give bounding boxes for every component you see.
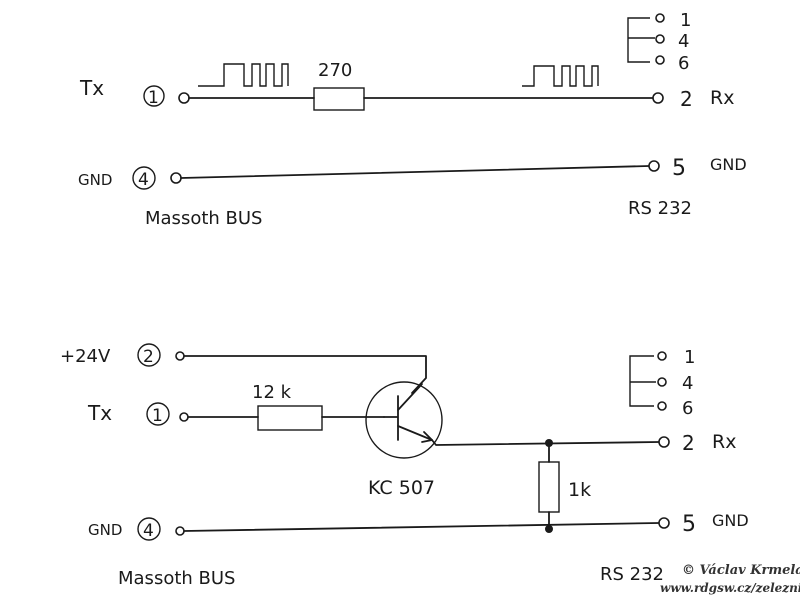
d2-rx-terminal bbox=[658, 436, 670, 448]
d2-connector-pin-4 bbox=[657, 377, 667, 387]
d2-transistor-label: KC 507 bbox=[368, 477, 435, 499]
d2-resistor-1k bbox=[538, 461, 560, 513]
d1-connector-label-4: 4 bbox=[678, 31, 689, 52]
d1-connector-pin-4 bbox=[655, 34, 665, 44]
d2-transistor-body bbox=[365, 381, 443, 459]
diagram-2: +24V 2 Tx 1 12 k KC 507 2 Rx 1k bbox=[60, 343, 749, 589]
d2-resistor-1k-label: 1k bbox=[568, 479, 591, 501]
d2-junction-bottom bbox=[545, 525, 553, 533]
d2-v24-pin-circle bbox=[137, 343, 161, 367]
d2-v24-pin-number: 2 bbox=[143, 347, 154, 367]
d1-rs-label: RS 232 bbox=[628, 198, 692, 219]
d1-tx-pin-circle bbox=[143, 85, 165, 107]
d2-tx-pin-number: 1 bbox=[152, 406, 163, 426]
d2-rx-pin-number: 2 bbox=[682, 431, 695, 455]
d1-gnd-pin-circle bbox=[132, 166, 156, 190]
d2-tx-label: Tx bbox=[87, 401, 112, 425]
d1-rx-pin-number: 2 bbox=[680, 87, 693, 111]
d1-connector-pin-1 bbox=[655, 13, 665, 23]
d2-connector-bracket bbox=[629, 355, 656, 407]
d1-connector-label-6: 6 bbox=[678, 53, 689, 74]
d1-resistor-270 bbox=[313, 87, 365, 111]
d2-connector-pin-6 bbox=[657, 401, 667, 411]
d2-tx-terminal bbox=[179, 412, 189, 422]
d1-gnd-terminal bbox=[170, 172, 182, 184]
d2-gnd-rs-terminal bbox=[658, 517, 670, 529]
d1-tx-pin-number: 1 bbox=[148, 88, 159, 108]
credit-url: www.rdgsw.cz/zeleznice bbox=[660, 581, 800, 595]
d2-connector-pin-1 bbox=[657, 351, 667, 361]
d1-gnd-rs-pin-number: 5 bbox=[672, 156, 686, 181]
d2-resistor-12k bbox=[257, 405, 323, 431]
d2-gnd-rs-label: GND bbox=[712, 511, 749, 530]
d2-rs-label: RS 232 bbox=[600, 564, 664, 585]
d2-connector-label-1: 1 bbox=[684, 347, 695, 368]
d1-connector-pin-6 bbox=[655, 55, 665, 65]
d2-transistor-base bbox=[383, 395, 399, 441]
d1-signal-waveform-left bbox=[198, 63, 289, 87]
d1-rx-label: Rx bbox=[710, 87, 734, 109]
d1-connector-label-1: 1 bbox=[680, 10, 691, 31]
d1-gnd-rs-label: GND bbox=[710, 155, 747, 174]
d2-transistor-emitter bbox=[397, 425, 433, 441]
d2-rx-label: Rx bbox=[712, 431, 736, 453]
d2-transistor-collector bbox=[397, 383, 423, 411]
d2-connector-label-4: 4 bbox=[682, 373, 693, 394]
credit-watermark: © Václav Krmela www.rdgsw.cz/zeleznice bbox=[660, 563, 800, 595]
d2-tx-pin-circle bbox=[146, 402, 170, 426]
d1-gnd-wire bbox=[180, 165, 650, 179]
d2-gnd-rs-pin-number: 5 bbox=[682, 512, 696, 537]
d2-resistor-12k-label: 12 k bbox=[252, 382, 292, 403]
d2-gnd-pin-circle bbox=[137, 517, 161, 541]
d1-connector-bracket bbox=[627, 17, 655, 63]
d2-gnd-wire bbox=[183, 522, 660, 532]
d1-bus-label: Massoth BUS bbox=[145, 208, 262, 229]
d2-v24-label: +24V bbox=[60, 346, 111, 367]
d1-resistor-270-label: 270 bbox=[318, 60, 352, 81]
d2-v24-wire bbox=[183, 355, 427, 394]
diagram-1: Tx 1 270 2 Rx 1 4 6 GND 4 5 GND Mass bbox=[78, 10, 747, 229]
d1-gnd-label: GND bbox=[78, 171, 112, 189]
d1-rx-terminal bbox=[652, 92, 664, 104]
d1-tx-label: Tx bbox=[79, 76, 104, 100]
d2-v24-terminal bbox=[175, 351, 185, 361]
d2-gnd-pin-number: 4 bbox=[143, 521, 154, 541]
d2-connector-label-6: 6 bbox=[682, 398, 693, 419]
credit-author: © Václav Krmela bbox=[682, 563, 800, 578]
d1-gnd-pin-number: 4 bbox=[138, 170, 149, 190]
d1-gnd-rs-terminal bbox=[648, 160, 660, 172]
d2-gnd-terminal bbox=[175, 526, 185, 536]
d2-gnd-label: GND bbox=[88, 521, 122, 539]
d2-rx-wire bbox=[431, 439, 660, 446]
d2-bus-label: Massoth BUS bbox=[118, 568, 235, 589]
d1-tx-terminal bbox=[178, 92, 190, 104]
d1-signal-waveform-right bbox=[522, 65, 599, 87]
